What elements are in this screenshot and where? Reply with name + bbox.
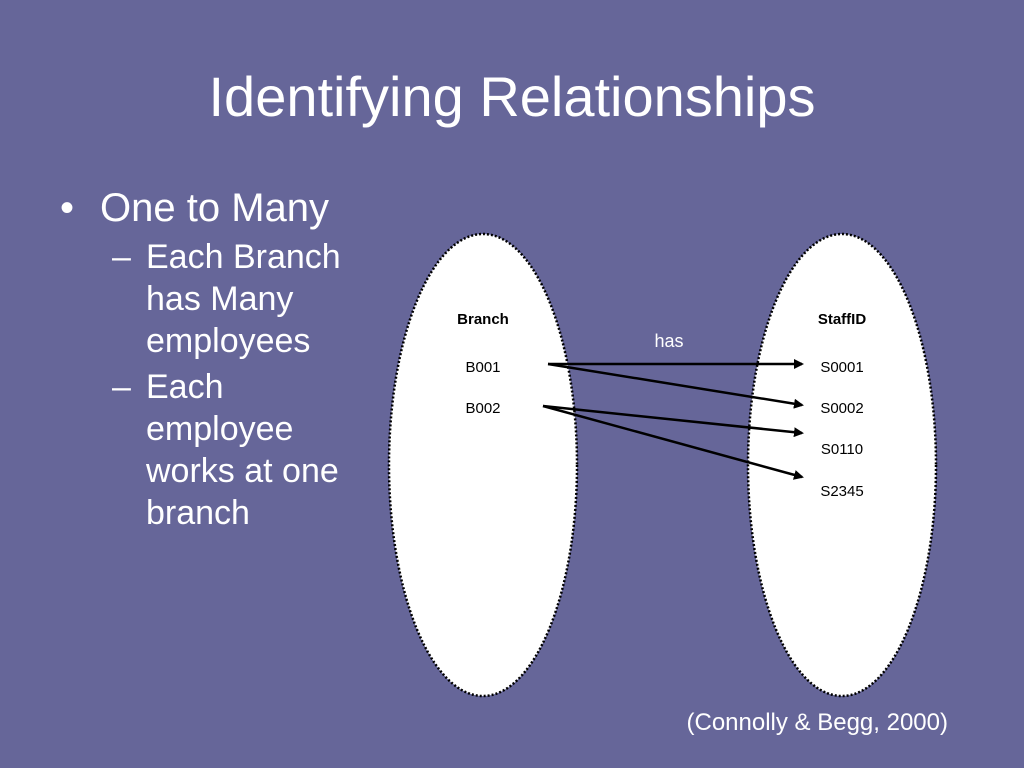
sub-bullet-text: Each employee works at one branch — [146, 368, 339, 532]
branch-item: B001 — [465, 359, 500, 376]
bullet-one-to-many: • One to Many — [60, 184, 380, 232]
bullet-list: • One to Many – Each Branch has Many emp… — [60, 184, 380, 534]
staff-set-ellipse — [746, 232, 938, 698]
sub-bullet-employee: – Each employee works at one branch — [60, 366, 380, 534]
link-arrow-b002-s2345 — [542, 404, 804, 480]
staff-item: S0110 — [821, 441, 863, 458]
staff-item: S0002 — [820, 400, 863, 417]
sub-bullet-text: Each Branch has Many employees — [146, 238, 341, 360]
sub-bullet-list: – Each Branch has Many employees – Each … — [60, 236, 380, 534]
link-arrow-b002-s0110 — [542, 404, 804, 438]
staff-item: S2345 — [820, 483, 863, 500]
relationship-label: has — [654, 331, 683, 351]
branch-item: B002 — [465, 400, 500, 417]
sub-bullet-branch: – Each Branch has Many employees — [60, 236, 380, 362]
bullet-marker: • — [60, 186, 75, 230]
staff-item: S0001 — [820, 359, 863, 376]
sub-bullet-marker: – — [112, 368, 131, 406]
branch-set-header: Branch — [457, 311, 509, 328]
branch-set-ellipse — [387, 232, 579, 698]
slide-title: Identifying Relationships — [208, 65, 816, 128]
link-arrow-b001-s0002 — [547, 362, 804, 409]
citation: (Connolly & Begg, 2000) — [686, 709, 949, 736]
bullet-text: One to Many — [100, 186, 330, 230]
sub-bullet-marker: – — [112, 238, 131, 276]
staff-set-header: StaffID — [818, 311, 867, 328]
